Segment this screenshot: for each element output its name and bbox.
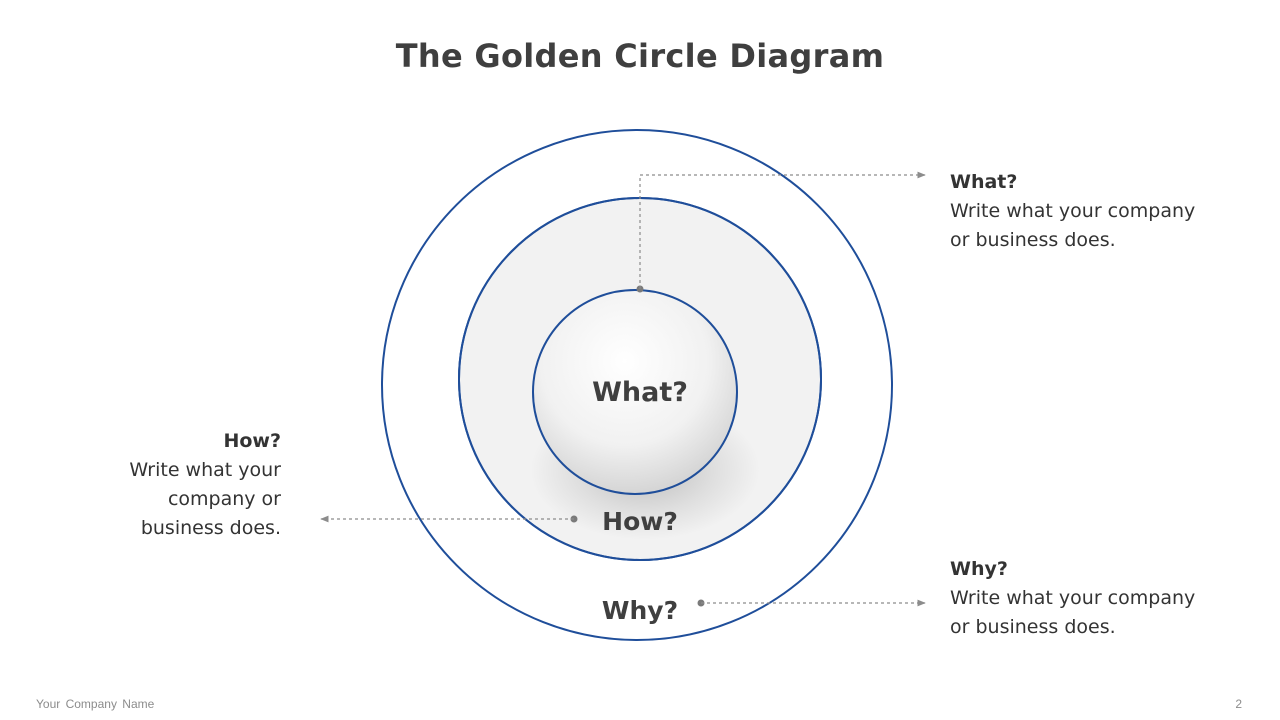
callout-how-heading: How? <box>223 430 281 452</box>
what-leader-line <box>639 171 926 289</box>
footer-company-name: Your Company Name <box>36 697 155 711</box>
callout-what-body-line2: or business does. <box>950 229 1116 251</box>
callout-why-body-line1: Write what your company <box>950 587 1196 609</box>
callout-why-heading: Why? <box>950 558 1008 580</box>
callout-why: Why? Write what your company or business… <box>950 555 1250 642</box>
callout-how-body-line1: Write what your <box>129 459 281 481</box>
callout-how: How? Write what your company or business… <box>90 427 281 543</box>
inner-circle-what <box>532 289 738 495</box>
callout-what: What? Write what your company or busines… <box>950 168 1250 255</box>
footer-page-number: 2 <box>1235 697 1242 711</box>
page-title: The Golden Circle Diagram <box>395 37 885 75</box>
middle-circle-label: How? <box>602 507 678 536</box>
callout-why-body-line2: or business does. <box>950 616 1116 638</box>
outer-circle-label: Why? <box>602 596 678 625</box>
callout-how-body-line2: company or <box>167 488 281 510</box>
callout-what-body-line1: Write what your company <box>950 200 1196 222</box>
inner-circle-label: What? <box>592 377 688 408</box>
callout-how-body-line3: business does. <box>140 517 281 539</box>
callout-what-heading: What? <box>950 171 1018 193</box>
